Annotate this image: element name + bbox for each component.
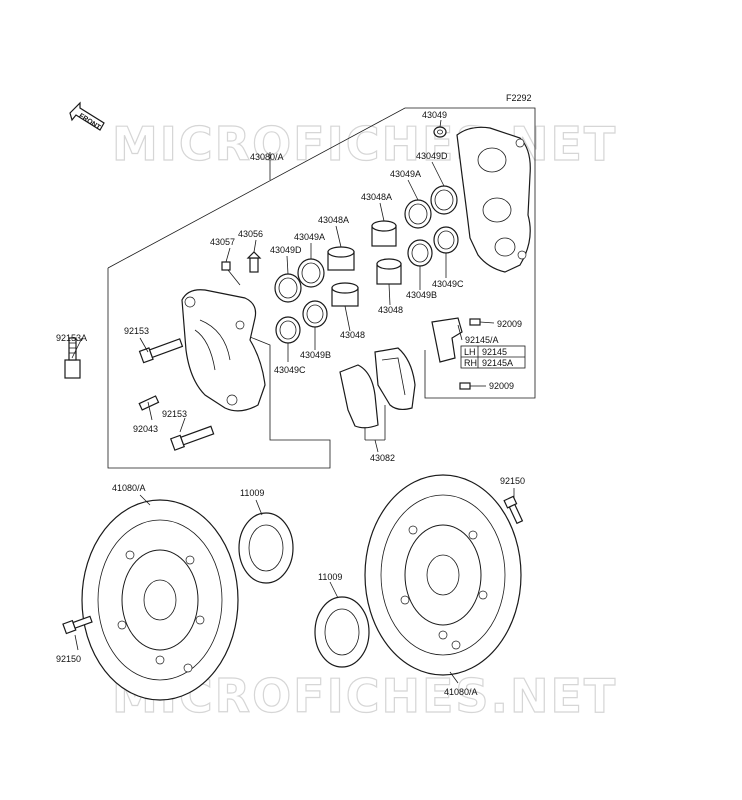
label-92153-upper: 92153 bbox=[124, 326, 149, 336]
label-43049d-left: 43049D bbox=[270, 245, 302, 255]
label-43049b-left: 43049B bbox=[300, 350, 331, 360]
label-disc-left: 41080/A bbox=[112, 483, 146, 493]
label-43049d-upper: 43049D bbox=[416, 151, 448, 161]
rh-part: 92145A bbox=[482, 358, 513, 368]
brake-disc-left bbox=[81, 499, 239, 701]
label-92043: 92043 bbox=[133, 424, 158, 434]
label-caliper-assembly: 43080/A bbox=[250, 152, 284, 162]
bolt-92009-upper bbox=[469, 318, 481, 326]
label-43057: 43057 bbox=[210, 237, 235, 247]
piston-43048-left bbox=[331, 282, 359, 307]
bolt-92153a bbox=[64, 337, 81, 379]
leader-lines bbox=[71, 119, 515, 684]
label-43049c-left: 43049C bbox=[274, 365, 306, 375]
shim-left bbox=[238, 512, 294, 584]
label-43049a-upper: 43049A bbox=[390, 169, 421, 179]
label-43048a-left: 43048A bbox=[318, 215, 349, 225]
label-43082: 43082 bbox=[370, 453, 395, 463]
caliper-assembly-bracket-top bbox=[107, 107, 536, 399]
bleeder-valve-43056 bbox=[246, 251, 262, 273]
lh-tag: LH bbox=[464, 347, 476, 357]
label-shim-left: 11009 bbox=[240, 488, 264, 498]
rh-tag: RH bbox=[464, 358, 477, 368]
label-43048-right: 43048 bbox=[378, 305, 403, 315]
label-43048-left: 43048 bbox=[340, 330, 365, 340]
label-43049a-left: 43049A bbox=[294, 232, 325, 242]
label-43049: 43049 bbox=[422, 110, 447, 120]
lh-rh-table: LH 92145 RH 92145A bbox=[460, 345, 526, 369]
label-92009-upper: 92009 bbox=[497, 319, 522, 329]
brake-disc-right bbox=[364, 474, 522, 676]
bleeder-cap-43057 bbox=[221, 261, 231, 271]
label-43049c-right: 43049C bbox=[432, 279, 464, 289]
piston-43048a-right bbox=[371, 220, 397, 247]
outer-caliper-half bbox=[456, 126, 531, 273]
inner-caliper-body bbox=[181, 289, 266, 412]
figure-code: F2292 bbox=[506, 93, 532, 103]
label-92150-right: 92150 bbox=[500, 476, 525, 486]
label-43056: 43056 bbox=[238, 229, 263, 239]
label-92153a: 92153A bbox=[56, 333, 87, 343]
label-92009-lower: 92009 bbox=[489, 381, 514, 391]
label-92153-lower: 92153 bbox=[162, 409, 187, 419]
shim-right bbox=[314, 596, 370, 668]
brake-pads-43082 bbox=[339, 347, 416, 429]
small-seal-43049 bbox=[433, 126, 447, 138]
bolt-92150-right bbox=[503, 495, 524, 525]
watermark-top: MICROFICHES.NET bbox=[112, 117, 617, 171]
label-disc-right: 41080/A bbox=[444, 687, 478, 697]
label-92145a: 92145/A bbox=[465, 335, 499, 345]
label-92150-left: 92150 bbox=[56, 654, 81, 664]
bolt-92153-upper bbox=[138, 338, 184, 364]
bolt-92153-lower bbox=[169, 425, 215, 451]
label-43048a-right: 43048A bbox=[361, 192, 392, 202]
pad-spring-92145 bbox=[431, 317, 463, 363]
pin-92043 bbox=[138, 395, 160, 411]
front-arrow-icon: FRONT bbox=[69, 101, 105, 132]
label-43049b-right: 43049B bbox=[406, 290, 437, 300]
caliper-assembly-bracket bbox=[107, 268, 331, 469]
lh-part: 92145 bbox=[482, 347, 507, 357]
label-shim-right: 11009 bbox=[318, 572, 342, 582]
piston-43048a-left bbox=[327, 246, 355, 271]
piston-43048-right bbox=[376, 258, 402, 285]
bolt-92150-left bbox=[62, 615, 93, 635]
bolt-92009-lower bbox=[459, 382, 471, 390]
